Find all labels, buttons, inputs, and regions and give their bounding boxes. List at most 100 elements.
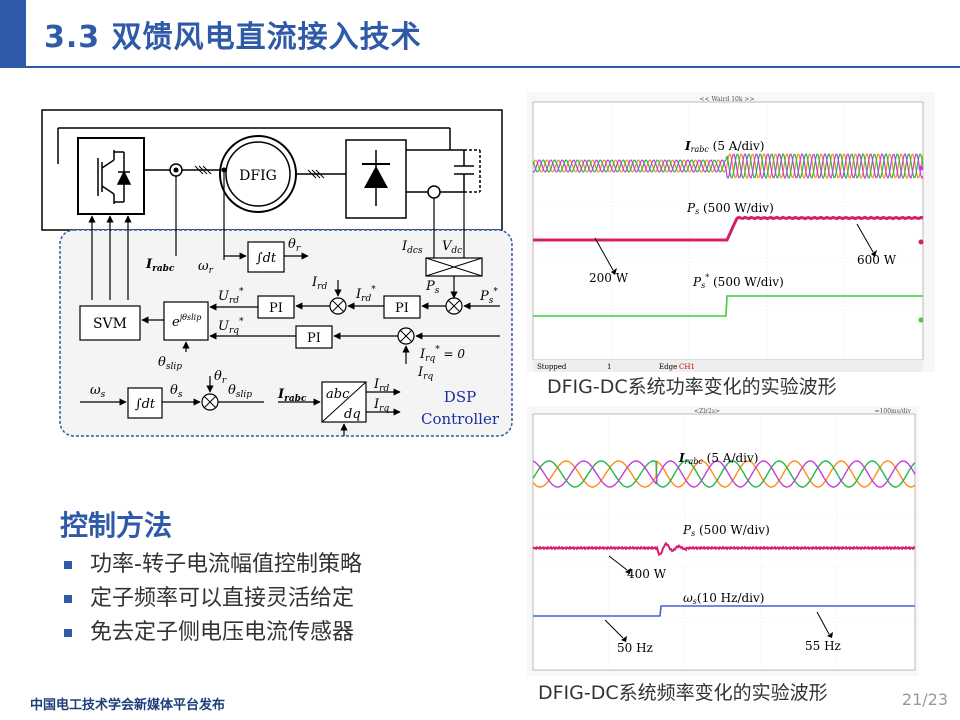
scope1-header: << Waird 10k >> [700,96,755,103]
irabc-input-label: Irabc [145,257,175,274]
slide-title: 3.3 双馈风电直流接入技术 [44,20,422,55]
integrator-label-2: ∫dt [135,397,156,412]
scope2-screen [532,413,916,671]
pi-block-power [383,295,421,319]
rotor-converter-box [77,137,145,215]
integrator-block-omega-s [127,387,163,419]
scope1-ps-ref-label: Ps* (500 W/div) [692,273,784,290]
dfig-machine-inner [225,141,291,207]
igbt-icon [97,150,132,204]
scope2-ps-label: Ps (500 W/div) [682,523,770,538]
control-block-diagram: DFIG SVM ejθslip Irabc ωr [41,109,513,437]
current-phase-trace [532,460,916,488]
urq-label: Urq* [218,317,244,336]
svm-block [79,305,141,341]
pi-label-q-current: PI [307,331,321,346]
dsp-controller-region [59,229,513,437]
title-bar: 3.3 双馈风电直流接入技术 [0,0,960,68]
scope2-ps-trace [532,541,916,557]
ird-feedback-label: Ird [311,275,327,292]
scope2-omega-label: ωs(10 Hz/div) [683,591,764,606]
scope1-600w-label: 600 W [857,253,897,267]
scope1-status-stopped: Stopped [537,363,567,371]
ps-ref-label: Ps* [479,287,498,306]
irq-ref-label: Irq* = 0 [419,345,465,364]
dc-current-sensor-icon [427,185,441,199]
pi-label-power: PI [395,301,409,316]
idcs-label: Idcs [401,239,423,256]
urd-label: Urd* [218,287,244,306]
integrator-block-omega-r [247,241,285,273]
irabc-transform-label: Irabc [277,387,307,404]
controller-label: Controller [421,410,500,428]
theta-s-label: θs [170,383,183,400]
scope1-ps-label: Ps (500 W/div) [686,201,774,216]
title-underline [26,66,960,68]
oscilloscope-frequency-change: <Zlr2s> =100ms/div Irabc (5 A/div) Ps (5… [527,406,919,676]
theta-slip-label-bottom: θslip [228,383,252,400]
scope1-screen [532,101,924,361]
scope1-current-traces [532,152,924,180]
scope2-irabc-label: Irabc (5 A/div) [678,451,758,466]
scope1-ps-ref-trace [533,295,923,317]
omega-r-label: ωr [198,259,214,276]
theta-slip-label-top: θslip [158,355,182,372]
scope1-200w-label: 200 W [589,271,629,285]
bullet-square-icon [64,561,72,569]
scope1-ch-marker-1 [918,165,924,171]
bullet-item: 功率-转子电流幅值控制策略 [64,548,362,582]
svm-label: SVM [93,316,127,332]
scope2-current-traces [532,460,916,488]
scope1-ch-marker-2 [918,239,924,245]
scope1-status-ch: CH1 [679,363,695,371]
irq-output-label: Irq [373,397,389,414]
theta-r-bottom-label: θr [214,369,227,386]
irq-feedback-label: Irq [417,365,433,382]
diode-icon [362,150,390,206]
scope2-50hz-label: 50 Hz [617,641,653,655]
scope2-header-right: =100ms/div [875,408,912,415]
scope2-400w-label: 400 W [627,567,667,581]
scope1-irabc-label: Irabc (5 A/div) [684,139,764,154]
current-phase-trace [532,460,916,488]
scope1-caption: DFIG-DC系统功率变化的实验波形 [547,376,837,398]
pi-block-q-current [295,325,333,349]
dq-label: dq [344,407,361,422]
theta-r-label: θr [288,237,301,254]
page-number: 21/23 [901,690,948,709]
bullet-square-icon [64,629,72,637]
bullet-square-icon [64,595,72,603]
scope2-55hz-label: 55 Hz [805,639,841,653]
omega-s-label: ωs [90,383,106,400]
pi-label-d-current: PI [269,301,283,316]
scope1-ps-trace [533,215,924,242]
dc-capacitor-icon [454,149,481,193]
ird-ref-label: Ird* [355,285,376,304]
scope1-status-one: 1 [607,363,611,371]
control-method-list: 功率-转子电流幅值控制策略 定子频率可以直接灵活给定 免去定子侧电压电流传感器 [64,548,362,650]
bullet-item: 免去定子侧电压电流传感器 [64,616,362,650]
current-phase-trace [532,460,916,488]
scope1-ch-marker-3 [918,317,924,323]
ejtheta-label: ejθslip [172,313,201,330]
dfig-label: DFIG [239,168,277,184]
oscilloscope-power-change: << Waird 10k >> Irabc (5 A/div) Ps (500 … [527,92,935,372]
dsp-label: DSP [444,388,476,406]
scope2-omega-trace [533,605,915,617]
scope1-grid [533,102,923,360]
footer-publisher: 中国电工技术学会新媒体平台发布 [30,698,226,713]
vdc-label: Vdc [442,239,462,256]
current-phase-trace [532,152,924,180]
scope2-caption: DFIG-DC系统频率变化的实验波形 [538,682,828,704]
ird-output-label: Ird [373,377,389,394]
scope2-header: <Zlr2s> [694,408,720,415]
ps-feedback-label: Ps [425,279,440,296]
integrator-label-1: ∫dt [256,251,277,266]
current-phase-trace [532,152,924,180]
scope1-status-edge: Edge [659,363,677,371]
title-accent-bar [0,0,26,68]
abc-label: abc [326,387,350,402]
scope2-grid [533,414,915,670]
bullet-item: 定子频率可以直接灵活给定 [64,582,362,616]
control-method-heading: 控制方法 [60,509,173,542]
